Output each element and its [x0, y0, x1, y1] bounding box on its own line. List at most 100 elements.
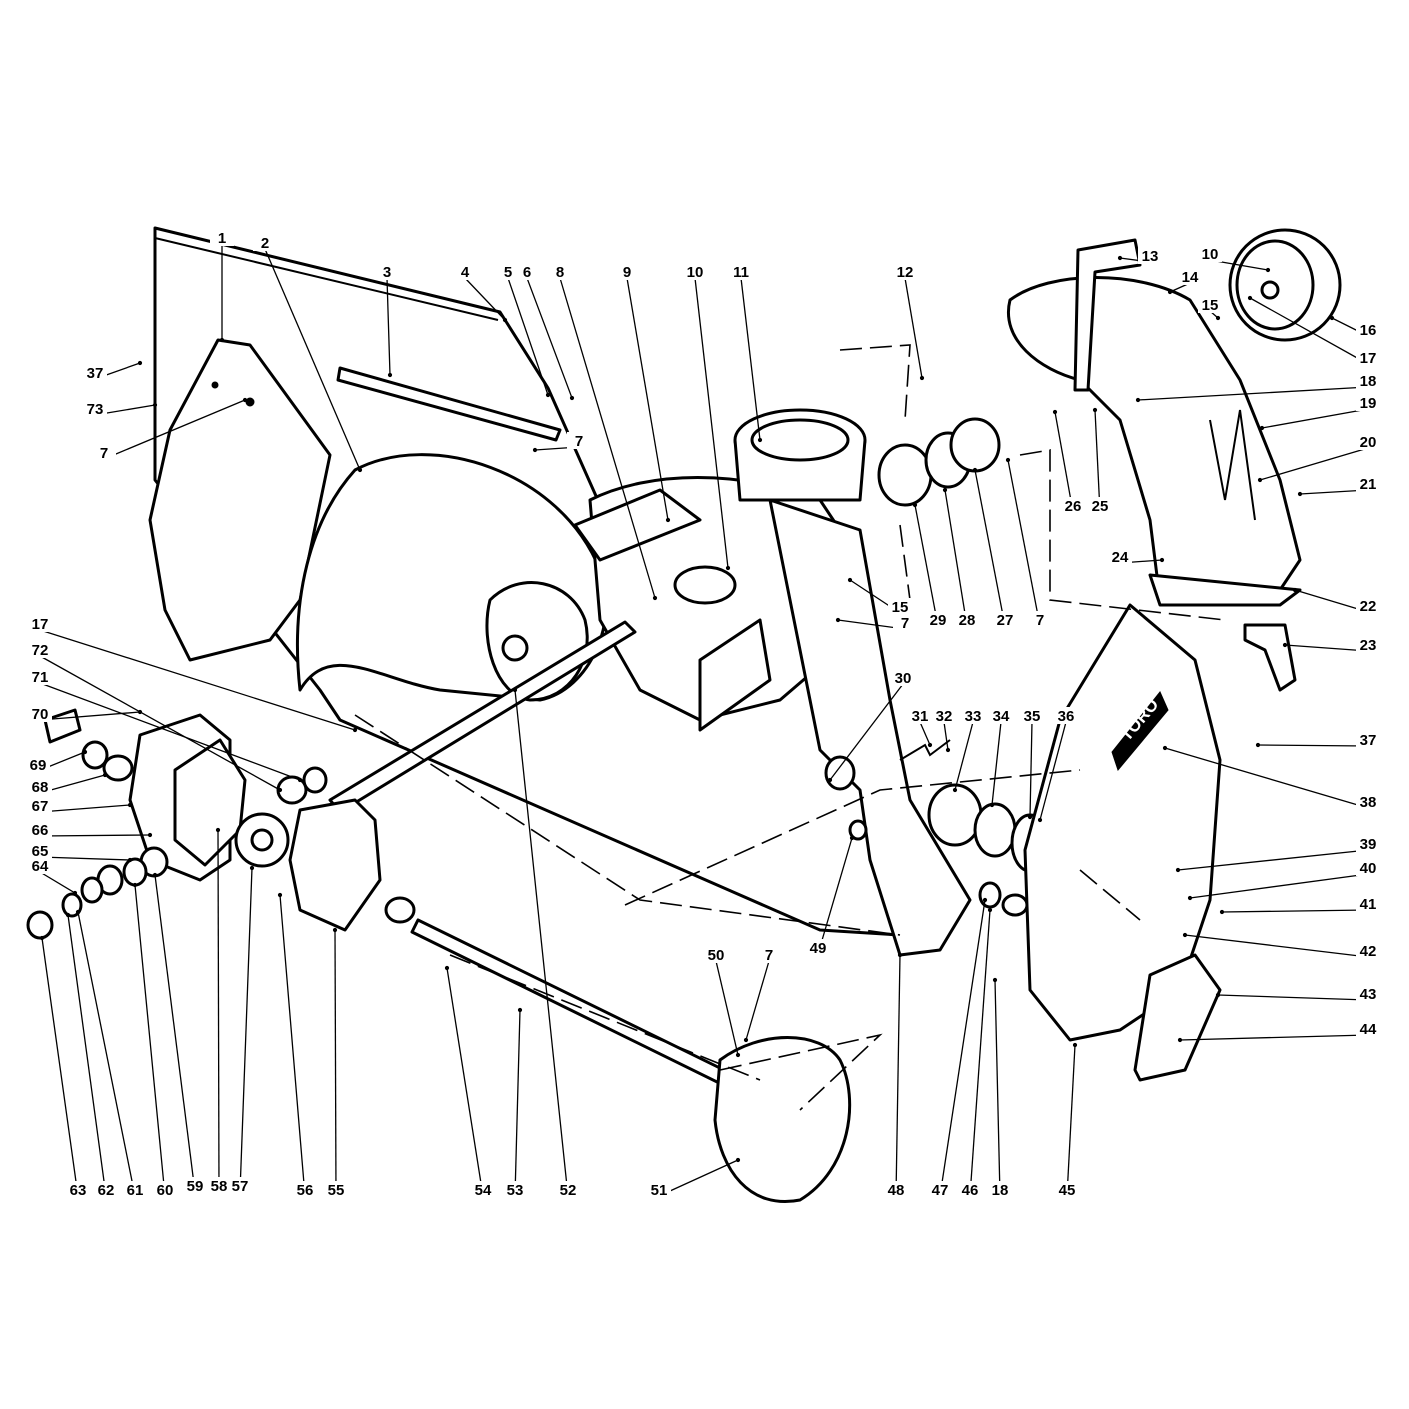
leader-tip: [127, 857, 133, 863]
callout-background: [932, 707, 956, 724]
callout-background: [1028, 611, 1052, 628]
leader-tip: [532, 447, 538, 453]
leader-line-bolt: [1221, 909, 1369, 913]
callout-background: [926, 611, 950, 628]
callout-background: [988, 1181, 1012, 1198]
callout-background: [453, 263, 477, 280]
leader-tip: [1265, 267, 1271, 273]
callout-background: [993, 611, 1017, 628]
callout-label-nut: 32: [936, 708, 953, 725]
leader-tip: [1329, 315, 1335, 321]
callout-background: [1061, 497, 1085, 514]
leader-tip: [1175, 867, 1181, 873]
bearing-flange-27: [949, 417, 1001, 473]
callout-background: [471, 1181, 495, 1198]
assembly-line: [449, 954, 761, 1081]
leader-tip: [569, 395, 575, 401]
chute-ring-gear: [1148, 573, 1302, 607]
leader-line-nut: [1007, 459, 1041, 627]
callout-label-auger: 2: [261, 235, 269, 252]
leader-tip: [1005, 457, 1011, 463]
callout-background: [28, 857, 52, 874]
leader-line-housing: [895, 954, 901, 1197]
leader-tip: [75, 909, 81, 915]
leader-tip: [972, 467, 978, 473]
leader-tip: [1255, 742, 1261, 748]
leader-line-key: [446, 967, 484, 1197]
callout-label-chute: 14: [1182, 269, 1199, 286]
leader-tip: [927, 742, 933, 748]
leader-tip: [897, 952, 903, 958]
leader-line-bolt: [1177, 849, 1369, 871]
leader-tip: [827, 777, 833, 783]
leader-tip: [1027, 814, 1033, 820]
leader-tip: [945, 747, 951, 753]
callout-background: [556, 1181, 580, 1198]
callout-label-gear-case-half: 67: [32, 798, 49, 815]
leader-tip: [652, 595, 658, 601]
assembly-line: [839, 344, 911, 421]
callout-label-seal: 63: [70, 1182, 87, 1199]
callout-label-washer: 60: [157, 1182, 174, 1199]
leader-line-pin: [740, 277, 761, 441]
callout-label-pulley: 16: [1360, 322, 1377, 339]
leader-tip: [952, 787, 958, 793]
leader-line-seal: [41, 937, 79, 1197]
callout-label-bushing: 68: [32, 779, 49, 796]
leader-tip: [665, 517, 671, 523]
bearing-stack: [824, 417, 1050, 917]
callout-label-pin: 10: [687, 264, 704, 281]
assembly-line: [354, 714, 901, 936]
leader-tip: [743, 1037, 749, 1043]
callout-label-screw: 56: [297, 1182, 314, 1199]
leader-line-nut: [1054, 411, 1074, 513]
leader-line-nut: [904, 277, 923, 379]
callout-label-pin: 10: [1202, 246, 1219, 263]
callout-background: [1198, 296, 1222, 313]
callout-label-bolt: 39: [1360, 836, 1377, 853]
leader-line-bolt: [526, 277, 573, 399]
leader-tip: [987, 907, 993, 913]
gear-case-half-right: [288, 798, 382, 932]
callout-label-decal: 38: [1360, 794, 1377, 811]
washer-60: [122, 857, 148, 887]
callout-label-key: 54: [475, 1182, 492, 1199]
callout-label-impeller-shaft: 52: [560, 1182, 577, 1199]
leader-tip: [1257, 477, 1263, 483]
bushing-68: [102, 754, 134, 782]
callout-label-screw: 24: [1112, 549, 1129, 566]
assembly-line: [624, 769, 1081, 906]
leader-tip: [215, 827, 221, 833]
callout-background: [66, 1181, 90, 1198]
callout-label-bolt: 51: [651, 1182, 668, 1199]
callout-background: [1020, 707, 1044, 724]
shaft-group: [328, 620, 852, 1203]
leader-tip: [1162, 745, 1168, 751]
support-rod: [336, 366, 562, 442]
callout-background: [704, 946, 728, 963]
callout-label-worm-gear: 57: [232, 1178, 249, 1195]
leader-line-key: [1249, 297, 1369, 365]
callout-label-nut: 44: [1360, 1021, 1377, 1038]
leader-line-bushing: [969, 909, 991, 1197]
callout-label-washer: 25: [1092, 498, 1109, 515]
leader-tip: [502, 317, 508, 323]
callout-background: [92, 444, 116, 461]
leader-line-chute-ring-gear: [1294, 589, 1369, 613]
leader-line-washer: [39, 682, 301, 781]
callout-background: [1356, 349, 1380, 366]
callout-background: [928, 1181, 952, 1198]
callout-label-nut: 42: [1360, 943, 1377, 960]
callout-background: [961, 707, 985, 724]
callout-background: [729, 263, 753, 280]
leader-line-plate: [1039, 721, 1067, 821]
callout-label-nut: 50: [708, 947, 725, 964]
callout-label-chute-ring-gear: 22: [1360, 598, 1377, 615]
callout-background: [1178, 268, 1202, 285]
assembly-lines: [354, 344, 1226, 1111]
callout-background: [884, 1181, 908, 1198]
callout-label-housing-back: 73: [87, 401, 104, 418]
callout-background: [515, 263, 539, 280]
leader-tip: [942, 487, 948, 493]
leader-tip: [847, 577, 853, 583]
